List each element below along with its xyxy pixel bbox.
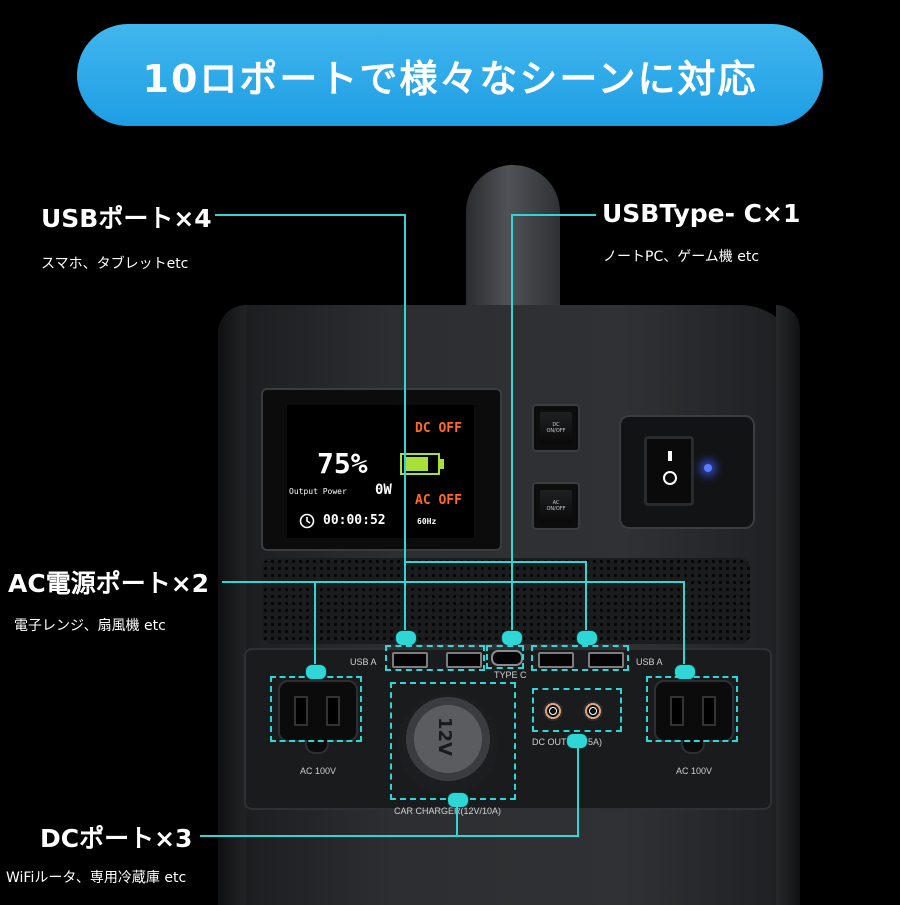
ac-right-label: AC 100V — [676, 766, 713, 776]
ac-callout-line — [222, 581, 684, 583]
ac-pin — [702, 696, 716, 726]
ac-ground-slot — [305, 740, 329, 754]
battery-tip — [440, 459, 444, 469]
usb-a-port[interactable] — [588, 652, 624, 668]
device-body-right-edge — [776, 305, 800, 905]
dc-jack-highlight — [532, 688, 622, 732]
lcd-ac-status: AC OFF — [415, 493, 462, 508]
ac-callout-title: AC電源ポート×2 — [8, 569, 210, 598]
car-charger-highlight — [390, 682, 516, 800]
usb-a-callout-line — [215, 214, 405, 216]
dc-callout-title: DCポート×3 — [40, 824, 193, 853]
car-charger-socket[interactable] — [398, 694, 498, 794]
ac-right-line — [683, 581, 685, 667]
usb-a-right-label: USB A — [636, 657, 663, 667]
usb-c-callout-sub: ノートPC、ゲーム機 etc — [603, 249, 760, 265]
battery-icon — [400, 453, 440, 475]
banner: 10ロポートで様々なシーンに対応 — [77, 24, 823, 126]
usb-a-port[interactable] — [538, 652, 574, 668]
ac-pin — [326, 696, 340, 726]
usb-a-bridge-line — [404, 561, 586, 563]
ac-left-line — [314, 581, 316, 667]
ac-pin — [670, 696, 684, 726]
ac-outlet[interactable] — [654, 680, 734, 742]
usb-c-callout-line — [511, 214, 513, 636]
usb-c-callout-line — [512, 214, 596, 216]
usb-a-port[interactable] — [446, 652, 482, 668]
ac-ground-slot — [681, 740, 705, 754]
lcd-output-watts: 0W — [375, 482, 392, 498]
dc-callout-sub: WiFiルータ、専用冷蔵庫 etc — [6, 870, 187, 886]
timer-icon — [299, 513, 315, 529]
car-charger-marker — [447, 792, 469, 808]
usb-a-right-marker — [576, 630, 598, 646]
ac-onoff-label: AC ON/OFF — [540, 490, 572, 522]
usb-a-right-highlight — [531, 645, 629, 671]
lcd-output-label: Output Power — [289, 487, 347, 496]
ac-onoff-button[interactable]: AC ON/OFF — [532, 482, 580, 530]
usb-a-callout-line — [404, 214, 406, 636]
usb-a-port[interactable] — [392, 652, 428, 668]
usb-c-marker — [501, 630, 523, 646]
usb-a-callout-sub: スマホ、タブレットetc — [41, 256, 189, 272]
ac-left-label: AC 100V — [300, 766, 337, 776]
power-on-mark — [668, 451, 672, 461]
dc-onoff-button[interactable]: DC ON/OFF — [532, 404, 580, 452]
dc-vertical-line — [577, 746, 579, 836]
dc-jack[interactable] — [583, 701, 603, 721]
ac-callout-sub: 電子レンジ、扇風機 etc — [14, 618, 166, 634]
dc-jack[interactable] — [543, 701, 563, 721]
power-off-mark — [663, 471, 677, 485]
usb-c-highlight — [486, 645, 524, 669]
dc-onoff-label: DC ON/OFF — [540, 412, 572, 444]
ac-right-highlight — [646, 676, 738, 742]
power-led-indicator — [704, 464, 712, 472]
banner-title: 10ロポートで様々なシーンに対応 — [142, 56, 758, 101]
usb-a-left-marker — [395, 630, 417, 646]
lcd-frequency: 60Hz — [417, 517, 437, 526]
lcd-timer: 00:00:52 — [323, 513, 386, 528]
usb-c-callout-title: USBType- C×1 — [602, 199, 801, 228]
lcd-display: DC OFF 75% Output Power 0W AC OFF 00:00:… — [287, 405, 474, 538]
power-rocker-switch[interactable] — [644, 436, 694, 506]
usb-a-right-line — [585, 561, 587, 636]
usb-a-left-highlight — [385, 645, 485, 671]
vent-grille — [262, 558, 750, 644]
car-charger-line — [456, 805, 458, 836]
lcd-dc-status: DC OFF — [415, 421, 462, 436]
lcd-battery-percent: 75% — [317, 447, 368, 480]
battery-fill — [404, 457, 428, 471]
type-c-label: TYPE C — [494, 670, 527, 680]
dc-callout-line — [200, 835, 579, 837]
usb-a-left-label: USB A — [350, 657, 377, 667]
ac-pin — [294, 696, 308, 726]
device-body-left-edge — [218, 305, 246, 905]
car-charger-label: CAR CHARGER(12V/10A) — [394, 806, 502, 816]
ac-left-highlight — [270, 676, 362, 742]
usb-a-callout-title: USBポート×4 — [41, 204, 212, 233]
